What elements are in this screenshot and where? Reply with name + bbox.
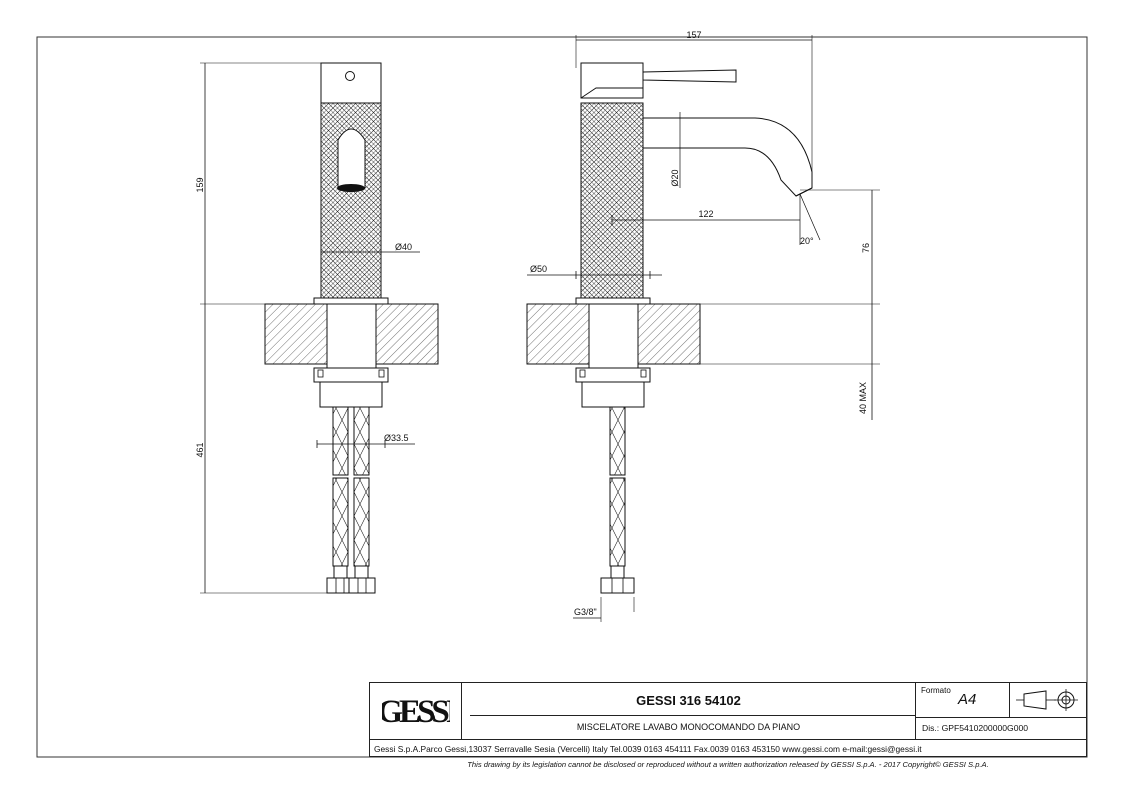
format-label: Formato [921, 686, 951, 695]
base-ring-front [313, 297, 389, 305]
gessi-logo: GESSI [377, 691, 461, 731]
washer-side [581, 381, 645, 408]
dim-thread: G3/8" [574, 607, 597, 617]
drawing-number: Dis.: GPF5410200000G000 [922, 723, 1029, 733]
side-cap-bevel [580, 87, 643, 99]
hose-right [353, 406, 370, 476]
hose-left-lower [332, 477, 349, 567]
fixing-nut-side-tab-r [640, 369, 647, 378]
dim-height-body: 159 [195, 177, 205, 192]
dim-hose-dia: Ø33.5 [384, 433, 409, 443]
legal-disclaimer: This drawing by its legislation cannot b… [467, 760, 989, 769]
hose-ferrule-r [354, 565, 369, 579]
hose-right-lower [353, 477, 370, 567]
fixing-nut-tabs-l [317, 369, 324, 378]
format-divider-h [916, 717, 1086, 718]
shank-side [588, 303, 639, 369]
counter-right-front [375, 303, 439, 365]
side-view: 157 Ø20 122 20° 76 40 MAX Ø50 G3/8" [526, 30, 880, 622]
counter-left-front [264, 303, 328, 365]
product-description: MISCELATORE LAVABO MONOCOMANDO DA PIANO [576, 722, 801, 732]
front-view: 159 461 Ø40 Ø33.5 [195, 62, 439, 594]
side-cap [580, 62, 644, 99]
dim-overall-width: 157 [686, 30, 701, 40]
logo-cell: GESSI [370, 683, 462, 739]
counter-right-side [637, 303, 701, 365]
lever-hole [345, 71, 355, 81]
title-divider [470, 715, 915, 716]
title-block: GESSI GESSI 316 54102 MISCELATORE LAVABO… [369, 682, 1087, 757]
format-value: A4 [958, 691, 977, 708]
hose-side-upper [609, 406, 626, 476]
hose-left [332, 406, 349, 476]
base-ring-side [575, 297, 651, 305]
knurled-body-side [580, 102, 644, 299]
aerator [337, 184, 365, 192]
dim-spout-height: 76 [861, 243, 871, 253]
product-code: GESSI 316 54102 [636, 693, 741, 708]
washer-front [319, 381, 383, 408]
shank-front [326, 303, 377, 369]
lever-side [642, 69, 737, 83]
counter-left-side [526, 303, 590, 365]
dim-spout-angle: 20° [800, 236, 814, 246]
fixing-nut-side-tab-l [579, 369, 586, 378]
fixing-nut-front [313, 367, 389, 383]
projection-symbol-icon [1016, 688, 1086, 712]
lever-cap [320, 62, 382, 104]
fixing-nut-tabs-r [378, 369, 385, 378]
hose-side-lower [609, 477, 626, 567]
fixing-nut-side [575, 367, 651, 383]
dim-spout-reach: 122 [698, 209, 713, 219]
hose-side-ferrule [610, 565, 625, 579]
format-cell: Formato A4 Dis.: GPF5410200000G000 [915, 683, 1086, 739]
svg-text:GESSI: GESSI [382, 694, 450, 730]
hose-side-nut [600, 577, 635, 594]
spout-opening [337, 128, 366, 189]
spout-side [642, 117, 813, 197]
hose-nut-r [348, 577, 376, 594]
dim-body-dia: Ø40 [395, 242, 412, 252]
dim-base-dia: Ø50 [530, 264, 547, 274]
format-divider-v [1009, 683, 1010, 717]
dim-max-counter: 40 MAX [858, 382, 868, 414]
hose-ferrule-l [333, 565, 348, 579]
company-info: Gessi S.p.A.Parco Gessi,13037 Serravalle… [370, 739, 1086, 756]
sheet-border [36, 36, 1088, 758]
dim-lever-dia: Ø20 [670, 169, 680, 186]
dim-under-counter: 461 [195, 442, 205, 457]
